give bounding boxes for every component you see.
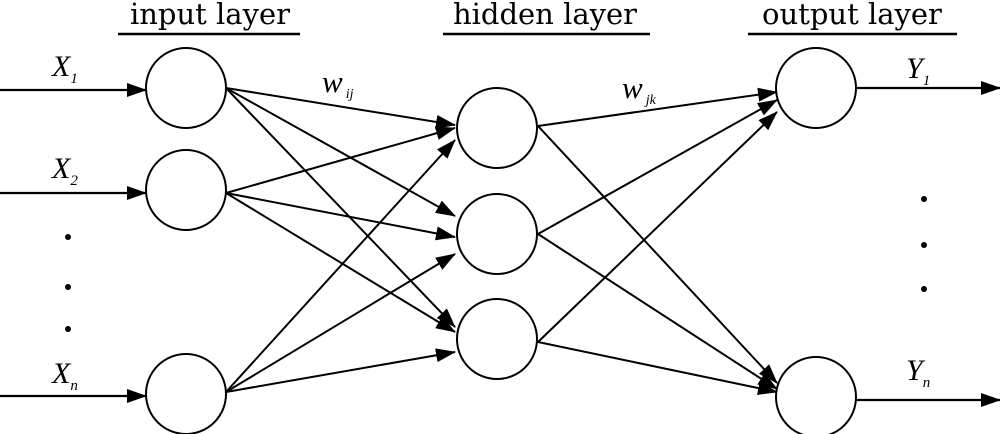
hidden-layer-nodes	[456, 87, 538, 380]
edge-i1-h2	[225, 87, 456, 217]
output-ellipsis-dot	[921, 286, 927, 292]
output-layer-nodes	[775, 47, 857, 434]
input-ellipsis-dot	[65, 234, 71, 240]
edge-in-h1	[225, 139, 456, 393]
hidden-node-1	[456, 87, 538, 169]
edge-h2-o1	[537, 99, 778, 235]
input-ellipsis-dot	[65, 284, 71, 290]
edge-i2-h3	[225, 192, 456, 333]
edge-i2-h1	[225, 126, 456, 194]
edge-in-h3	[225, 348, 456, 393]
input-arrows	[0, 83, 147, 403]
output-ellipsis-dot	[921, 242, 927, 248]
output-label-n: Yn	[906, 354, 930, 391]
input-layer-nodes	[145, 47, 227, 434]
edge-i2-h2	[225, 192, 456, 241]
edge-i1-h3	[225, 87, 456, 328]
hidden-node-3	[456, 298, 538, 380]
output-layer-label: output layer	[762, 0, 942, 31]
output-ellipsis-dot	[921, 196, 927, 202]
output-ellipsis	[921, 196, 927, 292]
output-label-1: Y1	[906, 52, 930, 89]
hidden-output-edges	[537, 87, 778, 395]
input-hidden-edges	[225, 87, 456, 393]
edge-i1-h1	[225, 87, 456, 129]
output-arrows	[856, 81, 1000, 407]
edge-h3-on	[537, 341, 778, 395]
input-node-n	[145, 353, 227, 434]
input-layer-label: input layer	[130, 0, 290, 31]
input-label-2: X2	[51, 152, 78, 189]
input-ellipsis	[65, 234, 71, 332]
edge-in-h2	[225, 253, 456, 393]
edge-h3-o1	[537, 111, 778, 343]
output-node-1	[775, 47, 857, 129]
edge-h1-on	[537, 125, 778, 384]
input-ellipsis-dot	[65, 326, 71, 332]
input-label-1: X1	[51, 50, 78, 87]
edge-h1-o1	[537, 87, 778, 127]
input-node-1	[145, 47, 227, 129]
edge-h2-on	[537, 233, 778, 390]
input-node-2	[145, 149, 227, 231]
hidden-node-2	[456, 193, 538, 275]
hidden-layer-label: hidden layer	[453, 0, 637, 31]
output-node-n	[775, 356, 857, 434]
input-label-n: Xn	[51, 357, 78, 394]
